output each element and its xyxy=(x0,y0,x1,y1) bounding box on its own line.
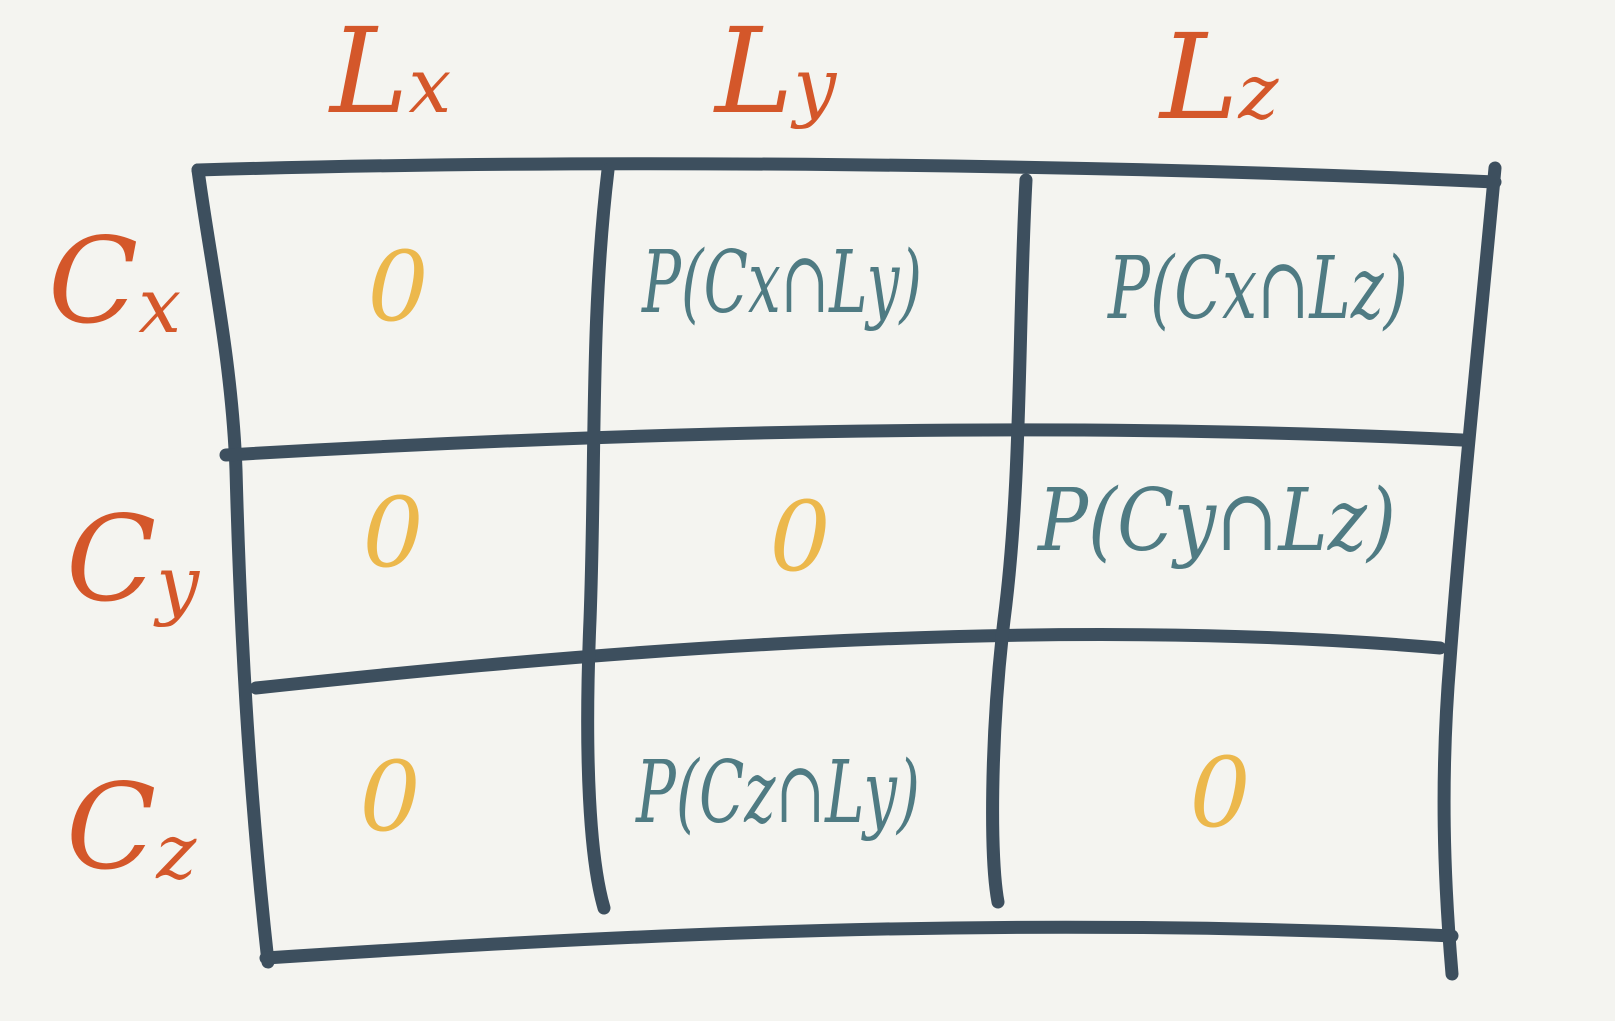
table-grid xyxy=(191,157,1502,981)
cell-cx-lx: 0 xyxy=(367,231,428,343)
cell-cx-ly: P(Cx∩Ly) xyxy=(641,233,922,333)
cell-cy-lx: 0 xyxy=(362,477,423,589)
grid-bottom-border xyxy=(259,920,1459,965)
cell-cz-lx: 0 xyxy=(359,741,420,853)
grid-col-divider-1 xyxy=(581,163,615,915)
table-cells: 0 P(Cx∩Ly) P(Cx∩Lz) 0 0 P(Cy∩Lz) 0 P(Cz∩… xyxy=(359,231,1408,853)
row-header-cy: Cy xyxy=(66,490,200,628)
grid-row-divider-1 xyxy=(219,423,1469,462)
column-header-ly: Ly xyxy=(713,2,837,140)
column-header-lx: Lx xyxy=(328,2,451,140)
column-header-lz: Lz xyxy=(1158,8,1279,146)
column-headers: Lx Ly Lz xyxy=(328,2,1279,146)
cell-cx-lz: P(Cx∩Lz) xyxy=(1107,239,1408,339)
cell-cy-ly: 0 xyxy=(769,481,830,593)
row-headers: Cx Cy Cz xyxy=(48,212,200,896)
row-header-cx: Cx xyxy=(48,212,181,350)
cell-cz-ly: P(Cz∩Ly) xyxy=(635,743,920,843)
grid-right-border xyxy=(1437,161,1502,981)
cell-cz-lz: 0 xyxy=(1189,737,1250,849)
grid-col-divider-2 xyxy=(986,173,1033,909)
grid-row-divider-2 xyxy=(249,628,1447,695)
cell-cy-lz: P(Cy∩Lz) xyxy=(1036,471,1396,571)
row-header-cz: Cz xyxy=(66,758,197,896)
grid-top-border xyxy=(191,157,1502,189)
grid-left-border xyxy=(191,163,275,969)
